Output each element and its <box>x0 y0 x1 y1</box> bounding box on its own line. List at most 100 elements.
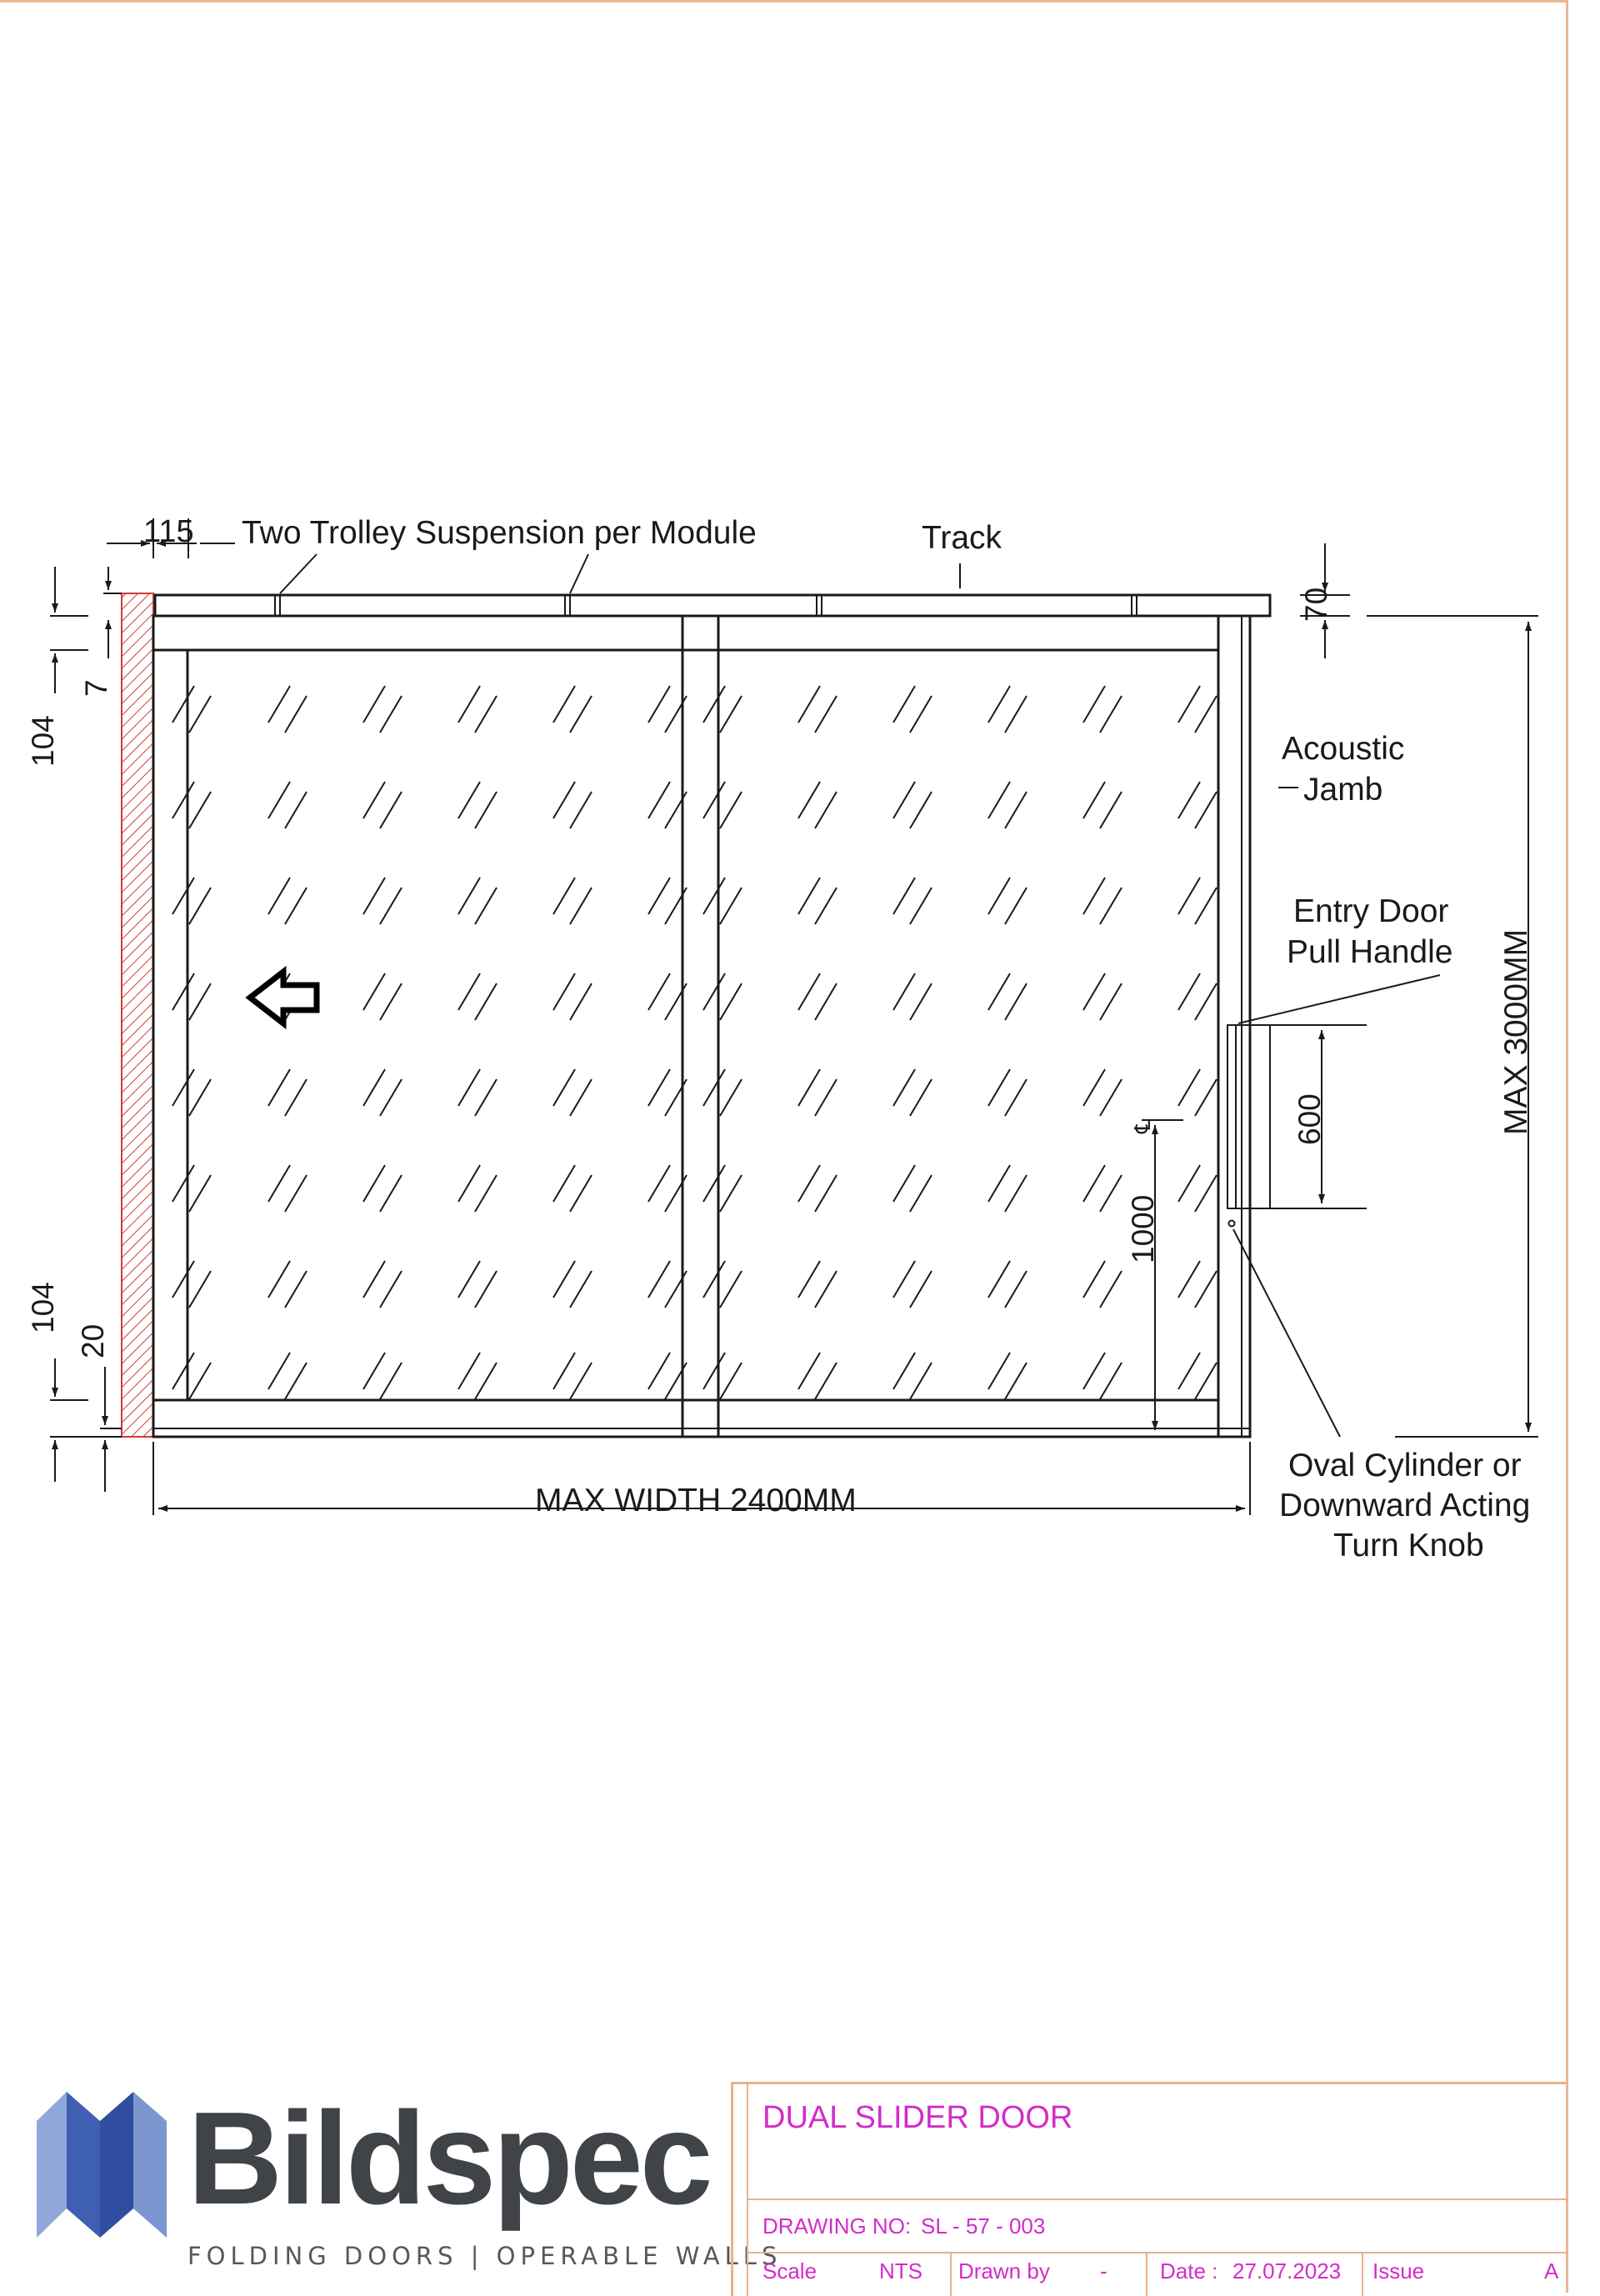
glass-mark <box>1004 1174 1028 1213</box>
glass-mark <box>188 1078 212 1117</box>
drawn-by-label: Drawn by <box>958 2258 1050 2283</box>
glass-mark <box>1082 973 1106 1011</box>
glass-mark <box>362 1352 386 1390</box>
glass-mark <box>458 1164 481 1203</box>
glass-mark <box>284 1078 308 1117</box>
glass-mark <box>1194 983 1218 1021</box>
glass-mark <box>172 973 195 1011</box>
glass-mark <box>909 791 932 829</box>
panel-left <box>152 648 189 1402</box>
glass-mark <box>474 1174 498 1213</box>
glass-mark <box>379 1270 402 1308</box>
glass-mark <box>172 1260 195 1298</box>
glass-mark <box>188 791 212 829</box>
glass-mark <box>814 1270 838 1308</box>
glass-mark <box>284 887 308 925</box>
glass-mark <box>702 1164 726 1203</box>
glass-mark <box>1004 1078 1028 1117</box>
trolley-label: Two Trolley Suspension per Module <box>242 515 757 551</box>
glass-mark <box>474 1270 498 1308</box>
glass-mark <box>892 1352 916 1390</box>
glass-mark <box>648 781 671 819</box>
glass-mark <box>892 877 916 915</box>
acoustic-jamb-label-1: Acoustic <box>1282 731 1404 767</box>
dim-max-height <box>1367 615 1538 1438</box>
glass-mark <box>1178 1068 1201 1107</box>
dim-115 <box>107 518 235 558</box>
glass-mark <box>172 1164 195 1203</box>
glass-mark <box>379 983 402 1021</box>
dim-7-label: 7 <box>79 679 113 697</box>
glass-mark <box>362 781 386 819</box>
glass-mark <box>552 973 576 1011</box>
max-width-label: MAX WIDTH 2400MM <box>535 1483 857 1518</box>
glass-mark <box>909 887 932 925</box>
drawing-title: DUAL SLIDER DOOR <box>762 2100 1073 2135</box>
glass-mark <box>379 1362 402 1400</box>
glass-mark <box>648 1260 671 1298</box>
glass-mark <box>474 887 498 925</box>
glass-mark <box>798 973 821 1011</box>
glass-mark <box>988 1068 1011 1107</box>
glass-mark <box>379 1174 402 1213</box>
glass-mark <box>1099 983 1122 1021</box>
glass-mark <box>284 1270 308 1308</box>
date-label: Date : <box>1160 2258 1218 2283</box>
glass-mark <box>798 1260 821 1298</box>
glass-mark <box>702 781 726 819</box>
glass-mark <box>909 1174 932 1213</box>
glass-mark <box>892 973 916 1011</box>
turn-knob <box>1228 1219 1236 1228</box>
glass-mark <box>988 685 1011 723</box>
glass-mark <box>648 1164 671 1203</box>
glass-mark <box>1178 781 1201 819</box>
glass-mark <box>798 685 821 723</box>
glass-mark <box>172 781 195 819</box>
glass-mark <box>798 1068 821 1107</box>
dim-max-width <box>152 1442 1251 1515</box>
glass-mark <box>1004 695 1028 733</box>
dim-104-top-label: 104 <box>26 715 60 767</box>
glass-mark <box>702 1260 726 1298</box>
glass-mark <box>909 1270 932 1308</box>
glass-mark <box>814 791 838 829</box>
glass-mark <box>552 1352 576 1390</box>
glass-mark <box>362 973 386 1011</box>
track <box>153 593 1272 618</box>
glass-mark <box>1082 1260 1106 1298</box>
glass-mark <box>1194 1362 1218 1400</box>
glass-mark <box>664 1362 688 1400</box>
glass-mark <box>1194 1078 1218 1117</box>
glass-mark <box>702 685 726 723</box>
acoustic-jamb-label-2: Jamb <box>1303 772 1382 808</box>
logo-wordmark: Bildspec <box>188 2085 713 2232</box>
glass-mark <box>552 781 576 819</box>
max-height-label: MAX 3000MM <box>1498 929 1534 1135</box>
glass-mark <box>458 1260 481 1298</box>
glass-mark <box>379 887 402 925</box>
glass-mark <box>268 781 291 819</box>
glass-mark <box>172 1068 195 1107</box>
glass-mark <box>379 695 402 733</box>
glass-mark <box>988 1352 1011 1390</box>
dim-left-top <box>50 567 122 693</box>
glass-mark <box>569 1078 592 1117</box>
glass-mark <box>362 685 386 723</box>
glass-mark <box>552 1068 576 1107</box>
glass-mark <box>909 1078 932 1117</box>
logo-tagline: FOLDING DOORS | OPERABLE WALLS <box>188 2242 782 2270</box>
date-value: 27.07.2023 <box>1232 2258 1342 2283</box>
glass-mark <box>1194 1270 1218 1308</box>
dim-115-label: 115 <box>143 514 194 549</box>
glass-mark <box>1099 695 1122 733</box>
glass-mark <box>379 791 402 829</box>
glass-mark <box>284 791 308 829</box>
sheet-border <box>0 0 1568 2293</box>
glass-mark <box>1082 1068 1106 1107</box>
glass-mark <box>988 1260 1011 1298</box>
issue-label: Issue <box>1372 2258 1425 2283</box>
glass-mark <box>664 791 688 829</box>
dim-600 <box>1237 1024 1367 1209</box>
glass-mark <box>814 983 838 1021</box>
